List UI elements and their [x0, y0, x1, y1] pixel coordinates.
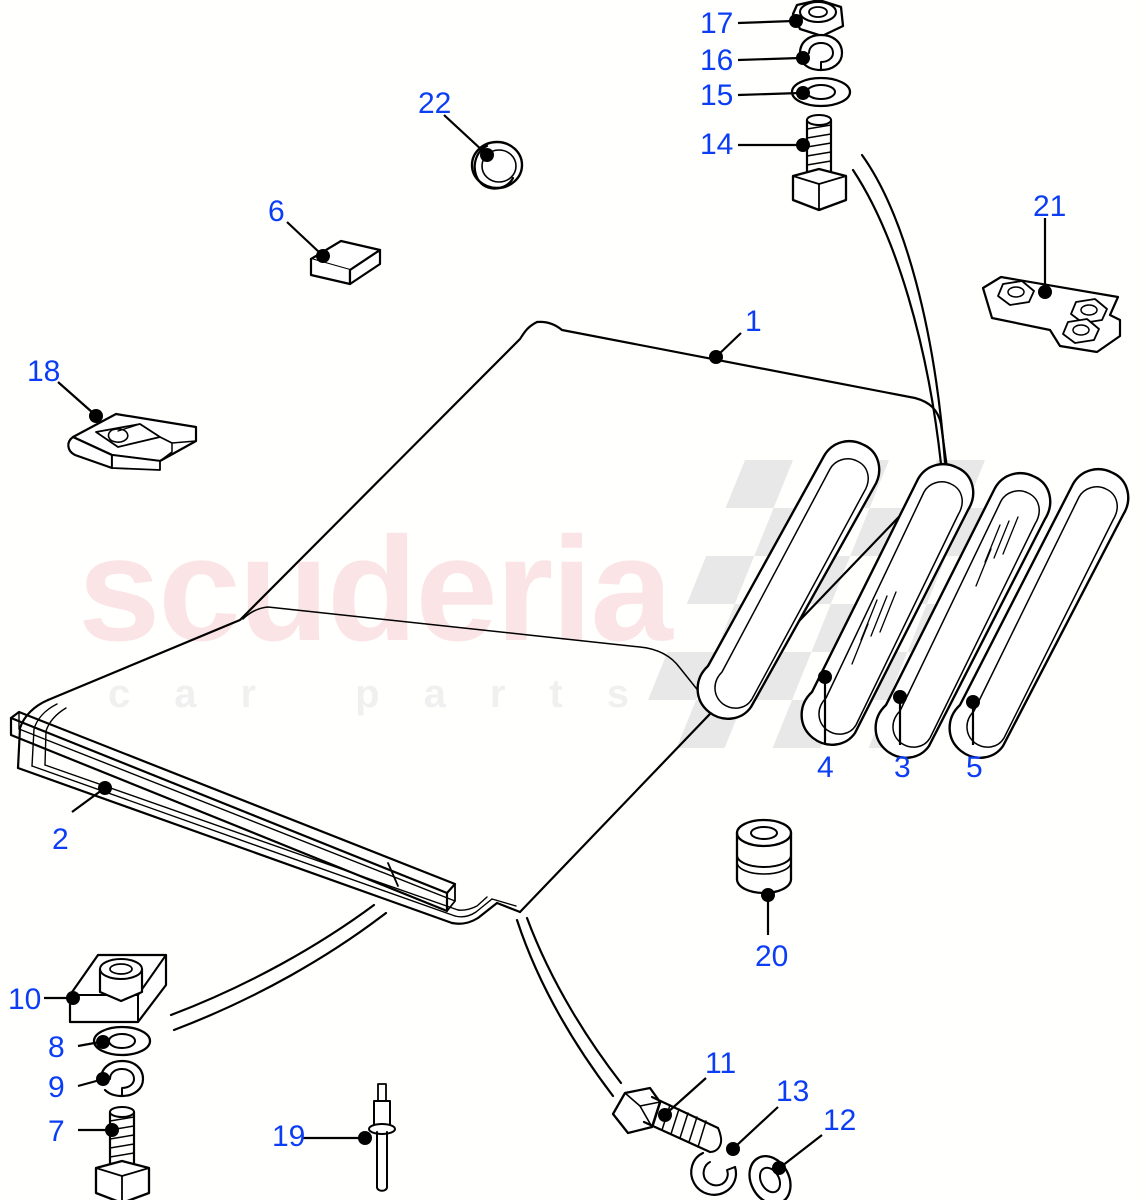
pop-rivet [368, 1083, 396, 1192]
nut-plate-left [68, 953, 168, 1024]
callout-leaders [44, 14, 1052, 1175]
bolt-lower-left [94, 1106, 151, 1200]
plain-washer-right [748, 1155, 792, 1200]
spring-washer-upper [798, 33, 844, 72]
spring-clip-nut [67, 412, 198, 471]
spring-washer-right [690, 1151, 738, 1196]
seal-strip-far-outer [948, 468, 1130, 759]
assembly-curve-upper [851, 153, 947, 466]
nyloc-nut-upper [791, 0, 845, 38]
front-seal-bar [9, 710, 457, 913]
spacer-bush [735, 818, 793, 895]
seal-strip-inner [696, 440, 881, 720]
spring-washer-left [99, 1059, 145, 1098]
plain-washer-left [92, 1025, 152, 1057]
bolt-upper [791, 114, 848, 212]
bolt-lower-right [611, 1086, 723, 1154]
rubber-pad-block [309, 239, 382, 286]
canopy-body [16, 320, 949, 925]
assembly-curve-lower-left [169, 903, 388, 1032]
assembly-curve-lower-right [515, 916, 623, 1098]
seal-strip-outer [874, 472, 1052, 759]
nut-bracket-plate [981, 275, 1122, 354]
